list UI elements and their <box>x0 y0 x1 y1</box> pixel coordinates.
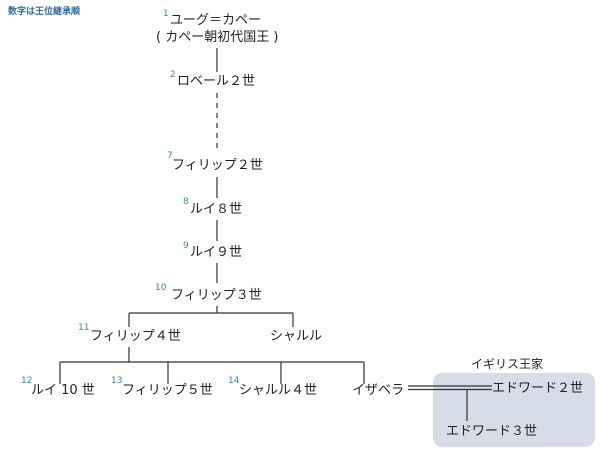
node-philip4: フィリップ４世 <box>90 329 181 344</box>
node-charles4: シャルル４世 <box>239 383 318 398</box>
succession-number: 9 <box>183 241 189 251</box>
succession-number: 7 <box>167 151 173 161</box>
node-hugh-capet-note: ( カペー朝初代国王 ) <box>156 30 279 45</box>
node-edward2: エドワード２世 <box>492 381 584 396</box>
node-louis8: ルイ８世 <box>190 202 243 217</box>
node-isabella: イザベラ <box>352 383 405 398</box>
node-louis9: ルイ９世 <box>190 245 243 260</box>
succession-number: 1 <box>163 9 169 19</box>
english-royal-house-box <box>433 373 595 447</box>
succession-number: 8 <box>183 197 189 207</box>
succession-number: 11 <box>78 323 90 333</box>
succession-number: 13 <box>111 376 123 386</box>
legend-succession-order: 数字は王位継承順 <box>8 7 81 17</box>
succession-number: 14 <box>228 376 240 386</box>
node-edward3: エドワード３世 <box>446 424 538 439</box>
node-charles: シャルル <box>270 329 323 344</box>
node-philip5: フィリップ５世 <box>122 383 213 398</box>
node-philip3: フィリップ３世 <box>171 288 262 303</box>
node-robert2: ロベール２世 <box>177 74 256 89</box>
succession-number: 12 <box>21 376 33 386</box>
succession-number: 10 <box>155 283 167 293</box>
succession-number: 2 <box>170 70 176 80</box>
node-philip2: フィリップ２世 <box>172 158 263 173</box>
node-louis10: ルイ 10 世 <box>31 383 95 398</box>
node-hugh-capet: ユーグ＝カペー <box>170 13 262 28</box>
english-royal-house-label: イギリス王家 <box>471 357 544 371</box>
